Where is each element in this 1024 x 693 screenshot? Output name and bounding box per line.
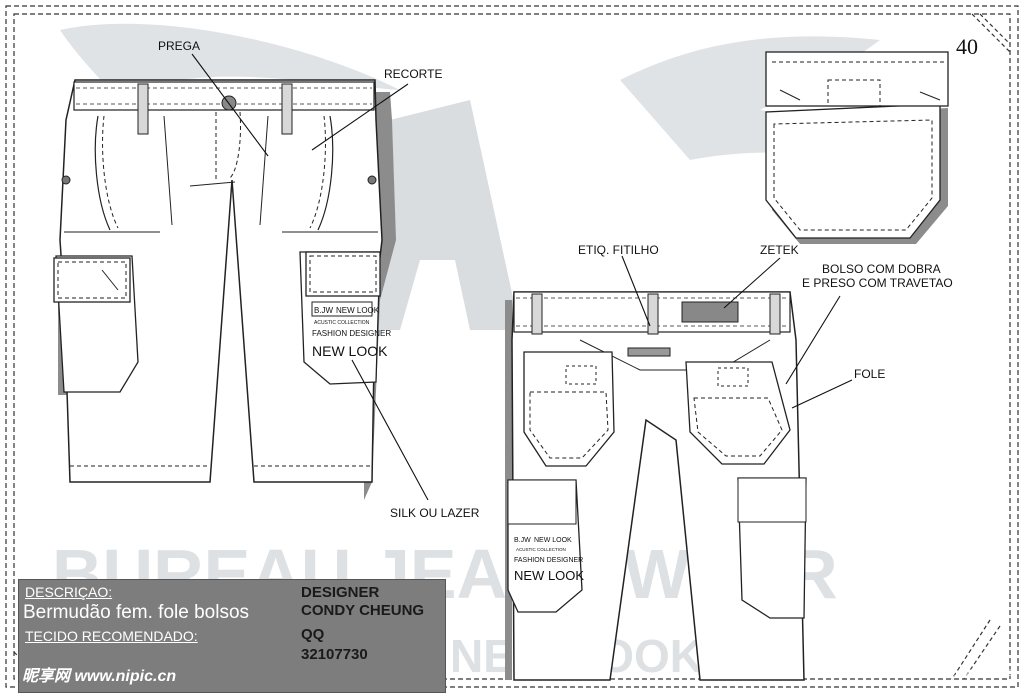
designer-name: CONDY CHEUNG [301, 602, 425, 619]
patch-line2: FASHION DESIGNER [312, 329, 391, 338]
patch-logo: B.JW [314, 306, 334, 315]
back-patch-logo: B.JW [514, 537, 531, 544]
dashed-frame [5, 5, 1019, 688]
back-patch-line1: ACUSTIC COLLECTION [516, 547, 566, 552]
callout-zetek: ZETEK [760, 243, 799, 257]
callout-recorte: RECORTE [384, 67, 442, 81]
callout-prega: PREGA [158, 39, 200, 53]
back-patch-brand: NEW LOOK [534, 537, 572, 544]
back-callouts [621, 255, 853, 409]
footer-site-cn: 昵享网 [22, 668, 71, 685]
qq-number: 32107730 [301, 646, 368, 663]
tecido-label: TECIDO RECOMENDADO: [25, 628, 198, 644]
desc-label: DESCRIÇAO: [25, 584, 113, 600]
callout-bolso-2: E PRESO COM TRAVETAO [802, 276, 953, 290]
front-pants-sketch: B.JW NEW LOOK ACUSTIC COLLECTION FASHION… [53, 79, 396, 500]
footer-site: 昵享网 www.nipic.cn [22, 662, 176, 686]
callout-bolso-1: BOLSO COM DOBRA [822, 262, 941, 276]
info-panel: DESCRIÇAO: Bermudão fem. fole bolsos TEC… [18, 579, 446, 693]
callout-silk: SILK OU LAZER [390, 506, 480, 520]
patch-line1: ACUSTIC COLLECTION [314, 320, 370, 326]
back-patch-line3: NEW LOOK [514, 568, 584, 583]
back-patch-line2: FASHION DESIGNER [514, 557, 583, 564]
callout-etiq: ETIQ. FITILHO [578, 243, 659, 257]
desc-value: Bermudão fem. fole bolsos [23, 602, 250, 623]
callout-fole: FOLE [854, 367, 885, 381]
patch-brand: NEW LOOK [336, 306, 380, 315]
page-number: 40 [956, 34, 978, 59]
designer-label: DESIGNER [301, 584, 380, 601]
pocket-detail-sketch [765, 51, 949, 244]
footer-id: ID:1003789 NO:20110701150027194000 [854, 668, 1018, 678]
back-pants-sketch: B.JW NEW LOOK ACUSTIC COLLECTION FASHION… [505, 291, 807, 681]
patch-line3: NEW LOOK [312, 343, 388, 359]
qq-label: QQ [301, 626, 325, 643]
front-callouts [191, 53, 429, 501]
footer-site-url: www.nipic.cn [74, 668, 177, 685]
